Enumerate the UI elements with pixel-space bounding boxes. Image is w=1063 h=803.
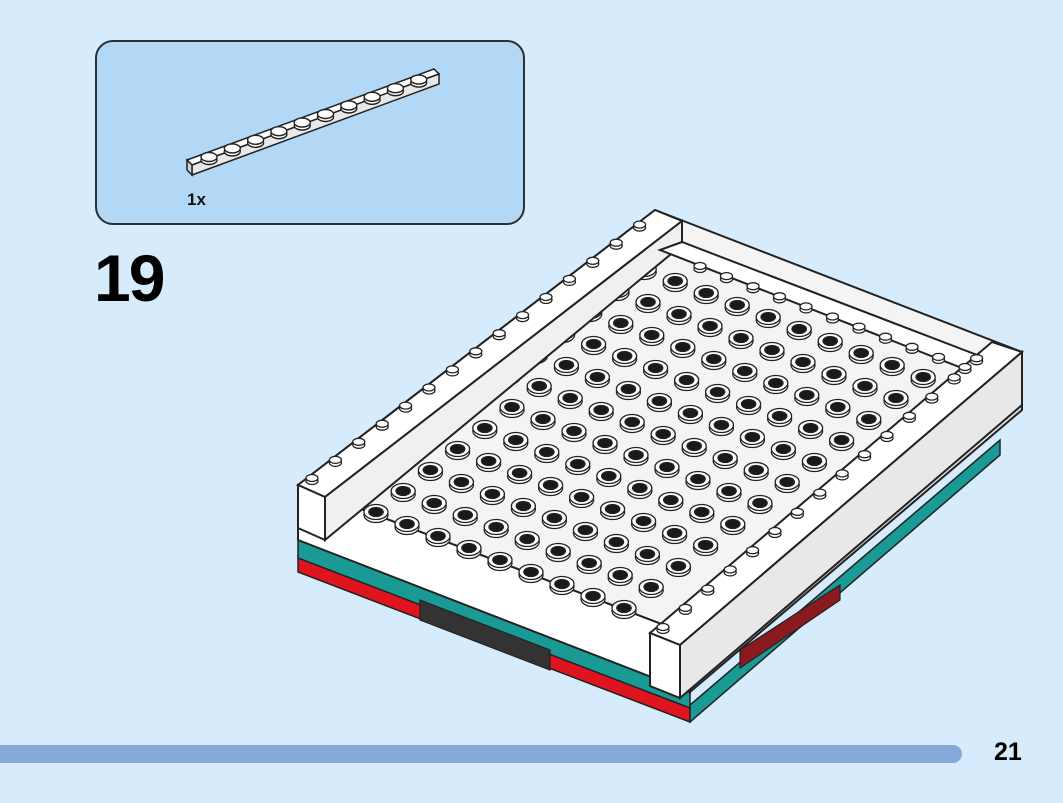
parts-callout: 1x xyxy=(95,40,525,225)
progress-bar xyxy=(0,745,962,763)
page-number: 21 xyxy=(994,738,1022,766)
step-number: 19 xyxy=(94,241,165,315)
plate-1x10-icon xyxy=(185,68,441,177)
quantity-label: 1x xyxy=(187,190,206,209)
